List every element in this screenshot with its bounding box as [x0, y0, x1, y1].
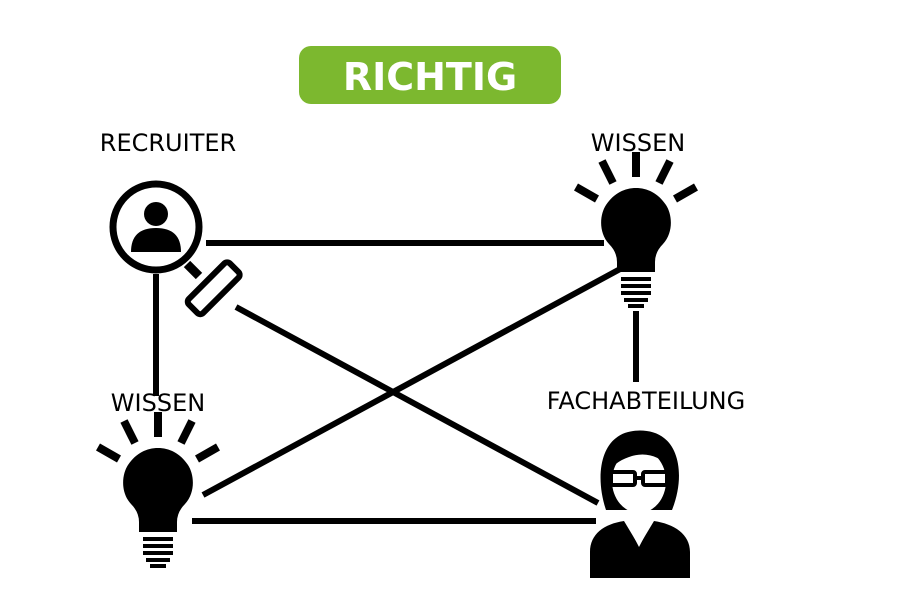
label-fachabteilung: FACHABTEILUNG — [547, 387, 745, 415]
label-recruiter: RECRUITER — [100, 129, 236, 157]
woman-with-glasses-icon — [590, 430, 690, 578]
line-wissen-top-wissen-bottom — [201, 265, 624, 498]
connection-lines — [153, 240, 639, 524]
line-recruiter-fachabteilung — [234, 304, 600, 506]
lightbulb-icon — [574, 152, 698, 308]
status-badge: RICHTIG — [299, 46, 561, 104]
magnifier-person-icon — [109, 180, 243, 318]
badge-label: RICHTIG — [343, 55, 517, 99]
badge-background — [299, 46, 561, 104]
lightbulb-icon — [96, 412, 220, 568]
